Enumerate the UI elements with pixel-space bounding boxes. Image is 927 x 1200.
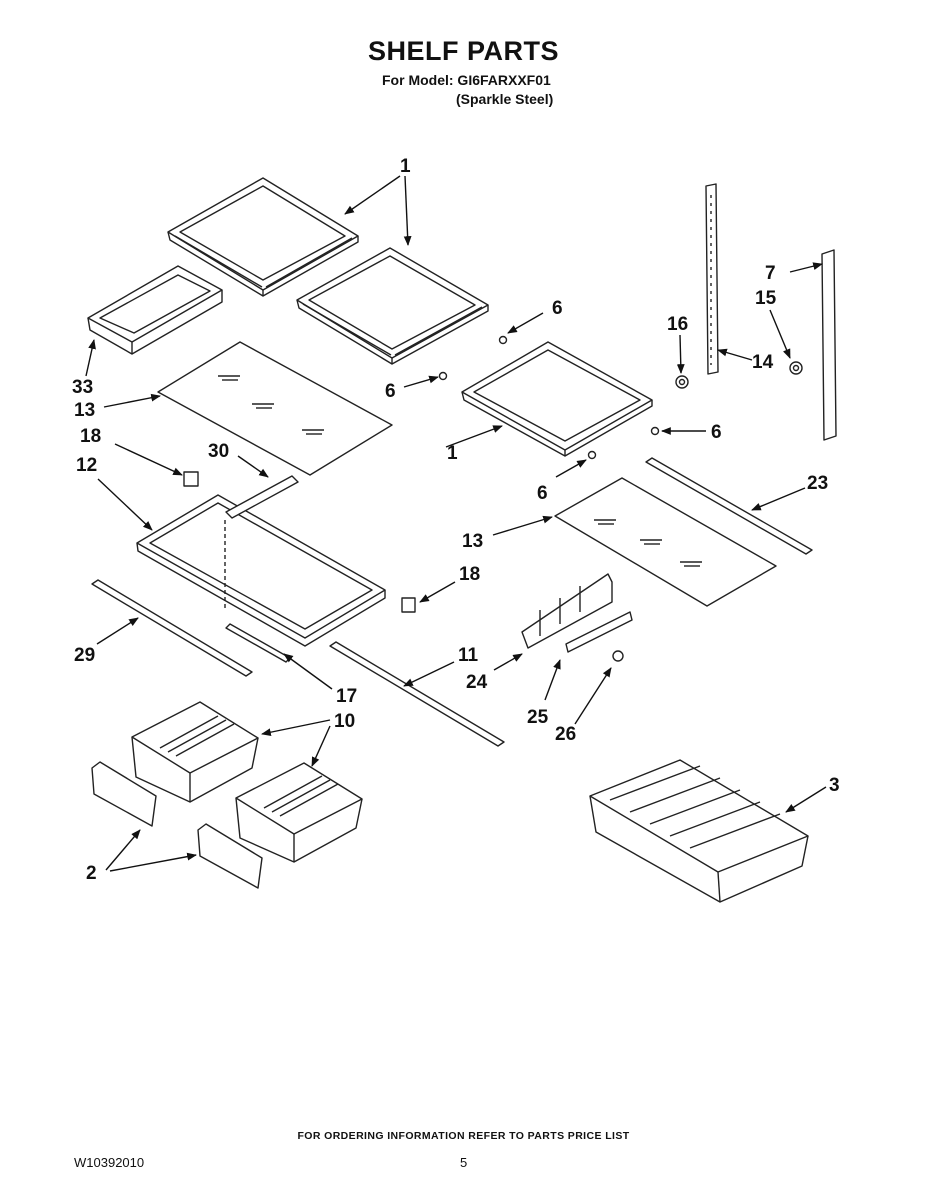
- bracket-30: [225, 475, 299, 519]
- drawer-3: [589, 759, 809, 903]
- trim-29: [91, 579, 253, 677]
- shelf-1-middle: [461, 341, 653, 457]
- slide-17: [225, 623, 291, 663]
- callout-13b: 13: [462, 531, 483, 552]
- callout-12: 12: [76, 455, 97, 476]
- callout-13a: 13: [74, 400, 95, 421]
- screw-6c: [650, 426, 660, 436]
- screw-26: [612, 650, 624, 662]
- callout-2: 2: [86, 863, 97, 884]
- screw-6a: [498, 335, 508, 345]
- callout-18b: 18: [459, 564, 480, 585]
- ordering-note: FOR ORDERING INFORMATION REFER TO PARTS …: [297, 1130, 630, 1142]
- handle-2-upper: [91, 761, 157, 827]
- clip-18a: [183, 471, 199, 487]
- fastener-15: [789, 361, 803, 375]
- callout-7: 7: [765, 263, 776, 284]
- callout-30: 30: [208, 441, 229, 462]
- callout-33: 33: [72, 377, 93, 398]
- glass-13-upper: [157, 341, 393, 476]
- callout-6a: 6: [552, 298, 563, 319]
- fastener-16: [675, 375, 689, 389]
- callout-3: 3: [829, 775, 840, 796]
- crisper-10-left: [131, 701, 259, 803]
- callout-1a: 1: [400, 156, 411, 177]
- page-title: SHELF PARTS: [367, 36, 559, 66]
- callout-24: 24: [466, 672, 488, 693]
- callout-14: 14: [752, 352, 774, 373]
- rail-14: [705, 183, 719, 375]
- callout-17: 17: [336, 686, 357, 707]
- finish-line: (Sparkle Steel): [456, 91, 554, 107]
- shelf-1-upper-left: [167, 177, 359, 297]
- callout-16: 16: [667, 314, 688, 335]
- callout-6d: 6: [537, 483, 548, 504]
- rail-7: [821, 249, 837, 441]
- callout-23: 23: [807, 473, 828, 494]
- callout-11: 11: [458, 645, 479, 666]
- screw-6d: [587, 450, 597, 460]
- crisper-10-right: [235, 762, 363, 863]
- callout-10: 10: [334, 711, 355, 732]
- callout-26: 26: [555, 724, 576, 745]
- glass-13-lower: [554, 477, 777, 607]
- callout-18a: 18: [80, 426, 101, 447]
- slide-25: [565, 611, 633, 653]
- page-number: 5: [460, 1155, 468, 1170]
- callout-6c: 6: [711, 422, 722, 443]
- clip-18b: [401, 597, 416, 613]
- shelf-1-upper-right: [296, 247, 489, 365]
- model-line: For Model: GI6FARXXF01: [382, 72, 551, 88]
- callout-25: 25: [527, 707, 549, 728]
- frame-12: [136, 494, 386, 647]
- trim-23: [645, 457, 813, 555]
- bracket-24: [521, 573, 613, 649]
- bin-33: [87, 265, 223, 355]
- callout-15: 15: [755, 288, 777, 309]
- rod-11: [329, 641, 505, 747]
- callout-1b: 1: [447, 443, 458, 464]
- document-number: W10392010: [74, 1155, 145, 1170]
- screw-6b: [438, 371, 448, 381]
- handle-2-lower: [197, 823, 263, 889]
- callout-29: 29: [74, 645, 95, 666]
- callout-6b: 6: [385, 381, 396, 402]
